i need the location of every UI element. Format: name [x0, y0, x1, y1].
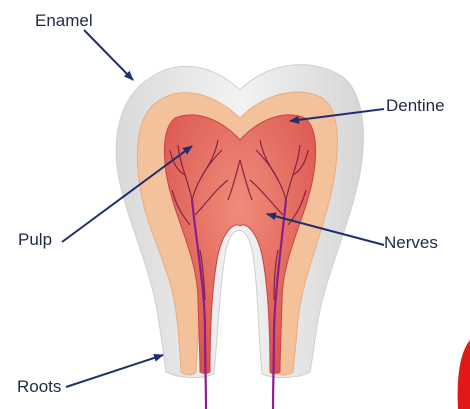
label-roots: Roots [17, 378, 61, 395]
label-dentine: Dentine [386, 97, 445, 114]
label-nerves: Nerves [384, 234, 438, 251]
label-enamel: Enamel [35, 12, 93, 29]
arrow-enamel [84, 30, 133, 80]
label-pulp: Pulp [18, 231, 52, 248]
red-accent-shape [458, 340, 470, 409]
arrow-roots [66, 355, 163, 387]
